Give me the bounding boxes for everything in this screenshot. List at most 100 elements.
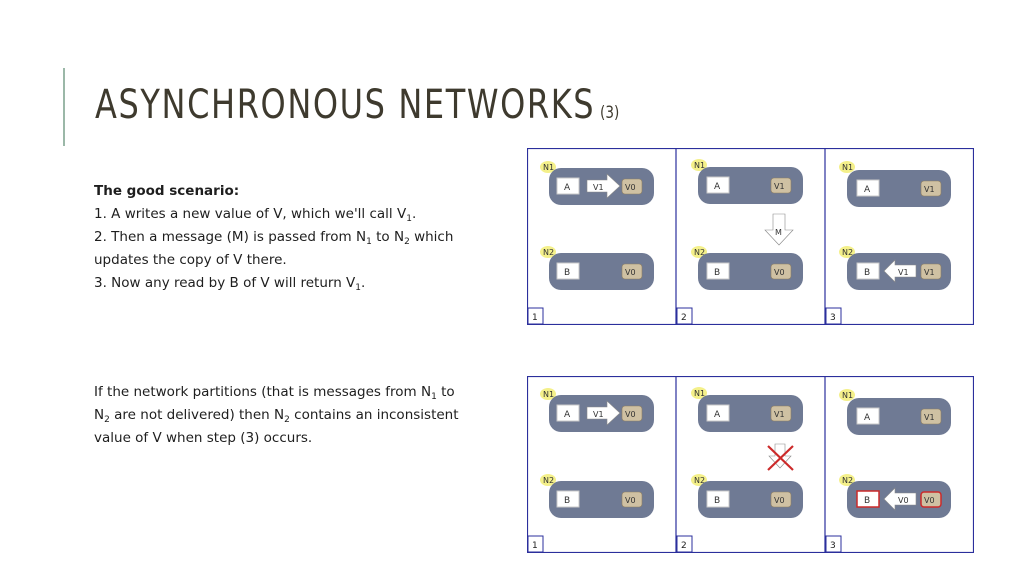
database-icon (770, 263, 792, 280)
panel-3: N1 A V1 N2 B V0 V0 3 (825, 389, 951, 553)
node-label-n2: N2 (543, 476, 554, 485)
write-arrow-label: V1 (593, 183, 604, 192)
panel-number: 3 (830, 541, 836, 551)
node-pill (698, 167, 803, 204)
process-label-a: A (864, 185, 871, 195)
database-value: V0 (625, 410, 636, 419)
cross-icon (767, 445, 794, 471)
process-box-b (706, 490, 730, 508)
node-pill (549, 253, 654, 290)
process-label-a: A (564, 183, 571, 193)
node-badge (839, 246, 855, 258)
partition-scenario-diagram: N1 A V1 V0 N2 B V0 1 N1 A (527, 376, 974, 553)
node-pill (698, 481, 803, 518)
panel-1: N1 A V1 V0 N2 B V0 1 (527, 161, 654, 325)
database-icon (621, 405, 643, 422)
node-pill (549, 481, 654, 518)
database-icon (621, 178, 643, 195)
database-value: V1 (924, 185, 935, 194)
database-icon (920, 180, 942, 197)
process-label-a: A (564, 410, 571, 420)
panel-2: N1 A V1 M N2 B V0 2 (676, 159, 803, 325)
partition-note-text: If the network partitions (that is messa… (94, 381, 474, 450)
node-n1: N1 A V1 (839, 389, 951, 435)
process-box-a (706, 404, 730, 422)
database-value: V1 (924, 268, 935, 277)
panel-number-box (676, 535, 693, 553)
process-box-b (856, 490, 880, 508)
panel-number-box (825, 535, 842, 553)
node-n2: N2 B V0 (691, 474, 803, 518)
node-pill (698, 253, 803, 290)
node-badge (540, 246, 556, 258)
slide-title: ASYNCHRONOUS NETWORKS(3) (95, 82, 619, 128)
database-value: V0 (625, 268, 636, 277)
database-icon (621, 263, 643, 280)
panel-number: 2 (681, 541, 687, 551)
good-scenario-text: The good scenario: 1. A writes a new val… (94, 180, 509, 295)
process-box-b (856, 262, 880, 280)
node-badge (691, 474, 707, 486)
process-box-a (856, 179, 880, 197)
database-value: V0 (625, 496, 636, 505)
panel-2: N1 A V1 N2 B V0 2 (676, 387, 803, 553)
slide-title-suffix: (3) (600, 103, 620, 123)
panel-number: 1 (532, 313, 538, 323)
read-arrow (883, 259, 917, 283)
node-label-n1: N1 (842, 391, 853, 400)
write-arrow-label: V1 (593, 410, 604, 419)
process-box-b (706, 262, 730, 280)
database-value: V1 (774, 410, 785, 419)
node-badge (540, 474, 556, 486)
partition-note-paragraph: If the network partitions (that is messa… (94, 384, 459, 446)
panel-3: N1 A V1 N2 B V1 V1 3 (825, 161, 951, 325)
node-label-n1: N1 (694, 389, 705, 398)
database-icon (920, 263, 942, 280)
good-scenario-step-1: 1. A writes a new value of V, which we'l… (94, 206, 417, 224)
node-n2: N2 B V0 (691, 246, 803, 290)
database-icon (770, 491, 792, 508)
process-label-a: A (864, 413, 871, 423)
process-label-b: B (864, 496, 870, 506)
process-box-b (556, 490, 580, 508)
process-box-a (706, 176, 730, 194)
node-n1: N1 A V1 (691, 159, 803, 204)
node-label-n2: N2 (694, 476, 705, 485)
node-n1: N1 A V1 (691, 387, 803, 432)
process-label-b: B (564, 496, 570, 506)
process-box-a (856, 407, 880, 425)
process-box-a (556, 177, 580, 195)
node-label-n2: N2 (842, 248, 853, 257)
process-box-b (556, 262, 580, 280)
database-value: V0 (625, 183, 636, 192)
node-label-n1: N1 (842, 163, 853, 172)
process-label-b: B (714, 496, 720, 506)
process-label-a: A (714, 410, 721, 420)
good-scenario-diagram: N1 A V1 V0 N2 B V0 1 N1 A (527, 148, 974, 325)
message-label: M (775, 228, 782, 237)
node-pill (698, 395, 803, 432)
node-label-n2: N2 (543, 248, 554, 257)
good-scenario-heading: The good scenario: (94, 183, 240, 199)
node-n1: N1 A V1 V0 (540, 161, 654, 205)
read-arrow-label: V1 (898, 268, 909, 277)
node-badge (691, 159, 707, 171)
slide-title-main: ASYNCHRONOUS NETWORKS (95, 82, 596, 128)
message-arrow (764, 213, 794, 246)
node-n1: N1 A V1 V0 (540, 388, 654, 432)
database-value: V1 (774, 182, 785, 191)
database-icon (920, 491, 942, 508)
read-arrow (883, 487, 917, 511)
database-icon (920, 408, 942, 425)
node-n2: N2 B V0 (540, 246, 654, 290)
title-accent-bar (63, 68, 65, 146)
node-label-n2: N2 (842, 476, 853, 485)
process-label-a: A (714, 182, 721, 192)
panel-number-box (527, 307, 544, 325)
database-icon (770, 177, 792, 194)
panel-number-box (676, 307, 693, 325)
node-n2: N2 B V0 (540, 474, 654, 518)
node-n1: N1 A V1 (839, 161, 951, 207)
read-arrow-label: V0 (898, 496, 909, 505)
process-label-b: B (564, 268, 570, 278)
